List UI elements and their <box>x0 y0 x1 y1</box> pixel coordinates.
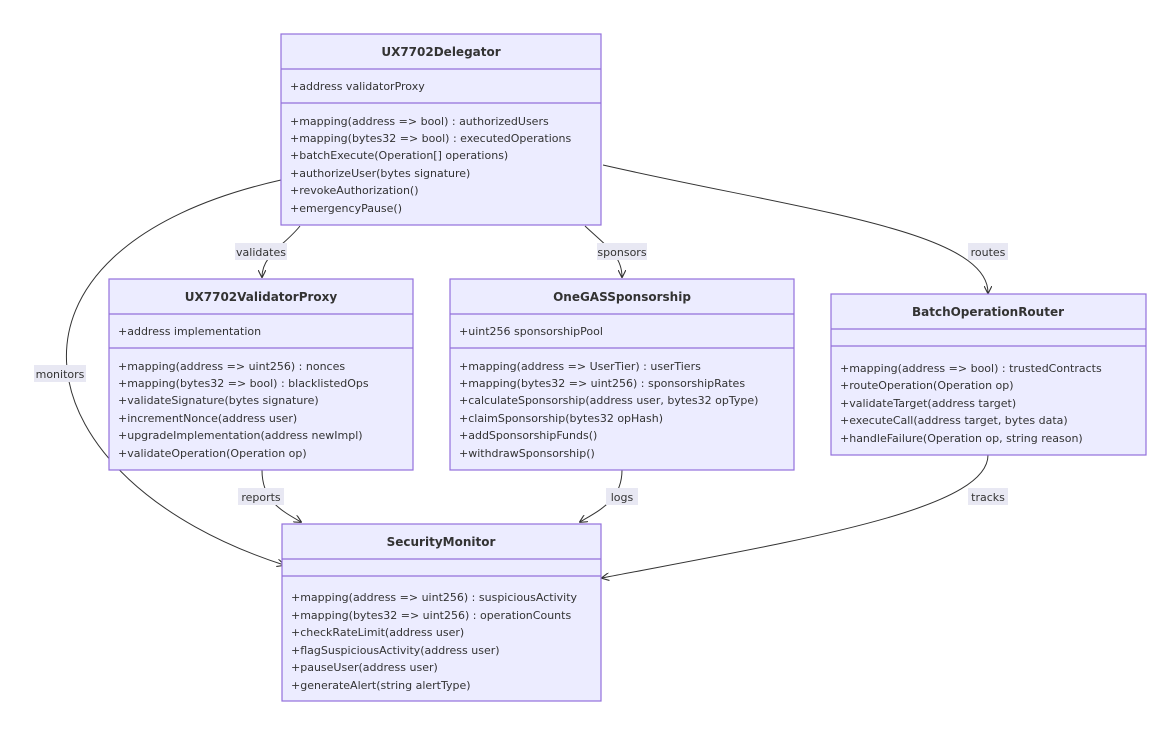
class-attribute: +address validatorProxy <box>290 80 425 93</box>
class-method: +mapping(address => uint256) : nonces <box>118 360 345 373</box>
class-ux7702validatorproxy[interactable]: UX7702ValidatorProxy +address implementa… <box>108 278 414 471</box>
class-method: +claimSponsorship(bytes32 opHash) <box>459 412 663 425</box>
class-batchoperationrouter[interactable]: BatchOperationRouter +mapping(address =>… <box>830 293 1147 456</box>
class-method: +upgradeImplementation(address newImpl) <box>118 429 363 442</box>
class-title: BatchOperationRouter <box>912 305 1064 319</box>
class-ux7702delegator[interactable]: UX7702Delegator +address validatorProxy … <box>280 33 602 226</box>
class-method: +validateOperation(Operation op) <box>118 447 307 460</box>
class-attribute: +uint256 sponsorshipPool <box>459 325 603 338</box>
class-title: UX7702Delegator <box>381 45 500 59</box>
edge-validates: validates <box>235 225 301 277</box>
edge-label-sponsors: sponsors <box>597 246 646 259</box>
class-method: +mapping(address => bool) : trustedContr… <box>840 362 1102 375</box>
class-method: +mapping(bytes32 => bool) : blacklistedO… <box>118 377 369 390</box>
class-method: +calculateSponsorship(address user, byte… <box>459 394 758 407</box>
class-method: +revokeAuthorization() <box>290 184 419 197</box>
edge-label-routes: routes <box>971 246 1006 259</box>
class-onegassponsorship[interactable]: OneGASSponsorship +uint256 sponsorshipPo… <box>449 278 795 471</box>
class-method: +flagSuspiciousActivity(address user) <box>291 644 500 657</box>
edge-logs: logs <box>580 469 638 522</box>
class-method: +validateSignature(bytes signature) <box>118 394 319 407</box>
class-method: +mapping(bytes32 => uint256) : sponsorsh… <box>459 377 745 390</box>
class-attribute: +address implementation <box>118 325 261 338</box>
class-method: +executeCall(address target, bytes data) <box>840 414 1068 427</box>
class-method: +routeOperation(Operation op) <box>840 379 1014 392</box>
edge-monitors: monitors <box>34 179 284 565</box>
class-method: +addSponsorshipFunds() <box>459 429 597 442</box>
class-method: +mapping(bytes32 => bool) : executedOper… <box>290 132 571 145</box>
class-method: +withdrawSponsorship() <box>459 447 595 460</box>
class-method: +incrementNonce(address user) <box>118 412 297 425</box>
class-method: +emergencyPause() <box>290 202 402 215</box>
edge-sponsors: sponsors <box>584 225 647 277</box>
class-title: OneGASSponsorship <box>553 290 691 304</box>
edge-routes: routes <box>602 164 1008 293</box>
class-method: +pauseUser(address user) <box>291 661 438 674</box>
class-method: +mapping(address => bool) : authorizedUs… <box>290 115 549 128</box>
class-title: SecurityMonitor <box>387 535 496 549</box>
class-method: +authorizeUser(bytes signature) <box>290 167 470 180</box>
class-securitymonitor[interactable]: SecurityMonitor +mapping(address => uint… <box>281 523 602 702</box>
class-method: +validateTarget(address target) <box>840 397 1016 410</box>
class-method: +mapping(address => uint256) : suspiciou… <box>291 591 578 604</box>
edge-label-validates: validates <box>236 246 286 259</box>
class-method: +checkRateLimit(address user) <box>291 626 464 639</box>
edge-tracks: tracks <box>602 454 1008 578</box>
class-method: +handleFailure(Operation op, string reas… <box>840 432 1083 445</box>
edge-label-tracks: tracks <box>971 491 1005 504</box>
edge-label-reports: reports <box>241 491 281 504</box>
edge-reports: reports <box>238 469 301 522</box>
class-method: +generateAlert(string alertType) <box>291 679 471 692</box>
class-method: +mapping(bytes32 => uint256) : operation… <box>291 609 571 622</box>
class-method: +mapping(address => UserTier) : userTier… <box>459 360 701 373</box>
class-title: UX7702ValidatorProxy <box>185 290 338 304</box>
edge-label-monitors: monitors <box>36 368 85 381</box>
class-method: +batchExecute(Operation[] operations) <box>290 149 508 162</box>
edge-label-logs: logs <box>611 491 634 504</box>
